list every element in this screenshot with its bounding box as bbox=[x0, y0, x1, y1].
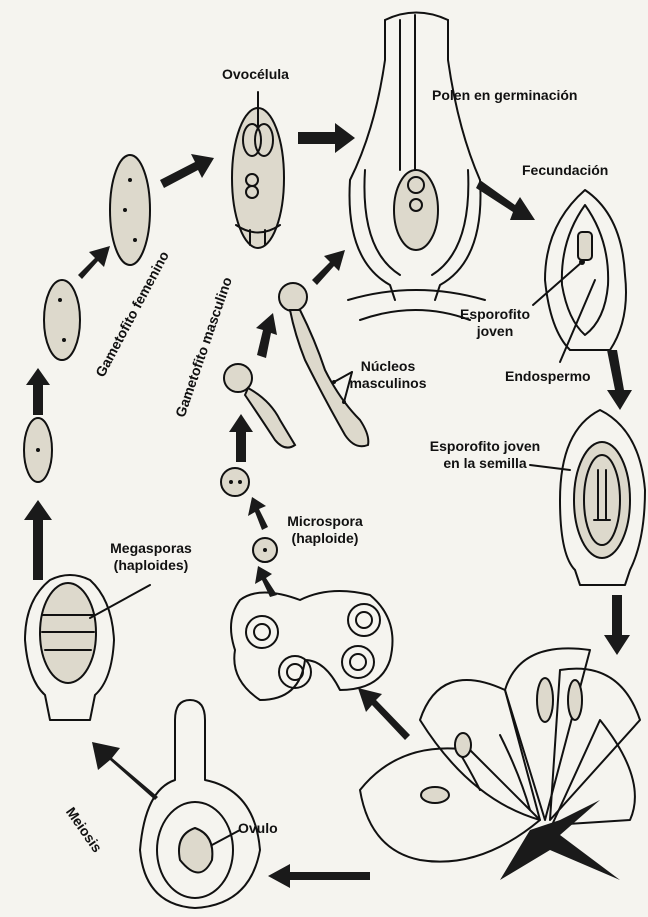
label-nucleos-masculinos: Núcleos masculinos bbox=[348, 358, 428, 392]
seed-drawing bbox=[530, 410, 645, 585]
label-megasporas-line1: Megasporas bbox=[106, 540, 196, 557]
label-ovocelula: Ovocélula bbox=[222, 66, 289, 83]
label-endospermo: Endospermo bbox=[505, 368, 591, 385]
label-esporofito-semilla-line2: en la semilla bbox=[425, 455, 545, 472]
ovocelula-drawing bbox=[232, 92, 284, 248]
label-fecundacion: Fecundación bbox=[522, 162, 608, 179]
label-esporofito-semilla: Esporofito joven en la semilla bbox=[425, 438, 545, 472]
label-esporofito-joven: Esporofito joven bbox=[455, 306, 535, 340]
label-esporofito-semilla-line1: Esporofito joven bbox=[425, 438, 545, 455]
pistil-drawing bbox=[348, 13, 485, 321]
label-microspora-line1: Microspora bbox=[285, 513, 365, 530]
label-polen-germinacion: Polen en germinación bbox=[432, 87, 577, 104]
label-megasporas: Megasporas (haploides) bbox=[106, 540, 196, 574]
label-nucleos-masculinos-line2: masculinos bbox=[348, 375, 428, 392]
label-esporofito-joven-line1: Esporofito bbox=[455, 306, 535, 323]
ovulo-drawing bbox=[140, 700, 260, 908]
megasporas-drawing bbox=[25, 575, 150, 720]
flower-drawing bbox=[360, 648, 640, 880]
anther-drawing bbox=[231, 591, 393, 700]
label-nucleos-masculinos-line1: Núcleos bbox=[348, 358, 428, 375]
label-microspora-line2: (haploide) bbox=[285, 530, 365, 547]
fecundacion-drawing bbox=[533, 190, 626, 362]
label-microspora: Microspora (haploide) bbox=[285, 513, 365, 547]
label-esporofito-joven-line2: joven bbox=[455, 323, 535, 340]
label-ovulo: Ovulo bbox=[238, 820, 278, 837]
label-megasporas-line2: (haploides) bbox=[106, 557, 196, 574]
